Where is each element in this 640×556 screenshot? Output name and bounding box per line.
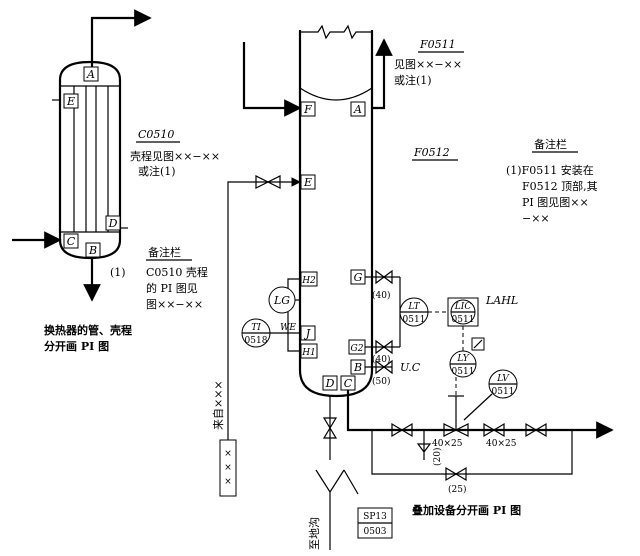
- column-mid-tag: F0512: [413, 146, 450, 159]
- ti-tag: TI: [251, 323, 261, 333]
- flow-to-drain-label: 至地沟: [308, 517, 321, 550]
- svg-text:×: ×: [224, 463, 232, 473]
- lt-number: 0511: [403, 315, 426, 325]
- drain-line: [315, 396, 359, 550]
- instrument-lt: LT 0511: [399, 297, 429, 327]
- column-nozzle-a: A: [353, 103, 362, 116]
- column-nozzle-g2: G2: [351, 344, 364, 354]
- column-remark-line3: PI 图见图××: [522, 196, 589, 209]
- line-size-25: (25): [448, 484, 466, 495]
- sp-tag: SP13: [363, 512, 387, 522]
- column-nozzle-e: E: [303, 176, 312, 189]
- nozzle-d: D: [108, 217, 118, 230]
- heat-exchanger: A E D C B: [12, 9, 152, 302]
- instrument-ly: LY 0511: [449, 337, 485, 378]
- column-annotations: F0511 见图××−×× 或注(1) F0512 备注栏 (1)F0511 安…: [394, 38, 598, 517]
- flow-from-label: 来自×××: [212, 380, 225, 430]
- exchanger-caption-line2: 分开画 PI 图: [44, 339, 109, 353]
- svg-text:×: ×: [224, 449, 232, 459]
- level-standpipe: [365, 269, 401, 355]
- bottom-outlet-line: [346, 390, 614, 482]
- column-top-note-line1: 见图××−××: [394, 58, 462, 71]
- column-remark-line2: F0512 顶部,其: [522, 179, 598, 193]
- lv-tag: LV: [496, 374, 510, 384]
- exchanger-remarks-title: 备注栏: [148, 245, 181, 259]
- exchanger-note-line2: 或注(1): [138, 164, 176, 178]
- column-nozzle-h1: H1: [301, 348, 316, 358]
- uc-line: [365, 359, 393, 375]
- lic-tag: LIC: [454, 302, 472, 312]
- line-size-20: (20): [432, 448, 443, 466]
- sp-number: 0503: [364, 527, 387, 537]
- column: F A E H2 J H1 G G2 B C D: [298, 24, 374, 398]
- column-nozzle-c: C: [344, 377, 353, 390]
- column-nozzle-j: J: [304, 327, 311, 340]
- line-size-40b: (40): [372, 354, 390, 365]
- line-size-50: (50): [372, 376, 390, 387]
- ly-tag: LY: [456, 354, 469, 364]
- instrument-lg: LG: [268, 286, 296, 314]
- column-nozzle-b: B: [353, 361, 362, 374]
- column-nozzle-d: D: [325, 377, 335, 390]
- column-top-note-line2: 或注(1): [394, 73, 432, 87]
- column-caption: 叠加设备分开画 PI 图: [412, 503, 521, 517]
- column-remarks-title: 备注栏: [534, 137, 567, 151]
- lic-number: 0511: [452, 315, 475, 325]
- ly-number: 0511: [452, 367, 475, 377]
- line-size-40x25b: 40×25: [486, 439, 517, 449]
- exchanger-note-line1: 壳程见图××−××: [130, 149, 220, 163]
- exchanger-remark-line3: 图××−××: [146, 298, 203, 311]
- exchanger-remark-num: (1): [110, 266, 126, 279]
- lahl-label: LAHL: [485, 294, 518, 307]
- process-lines: × × ×: [219, 38, 393, 497]
- column-top-tag: F0511: [419, 38, 456, 51]
- sample-point: SP13 0503: [357, 507, 393, 539]
- column-nozzle-g: G: [354, 271, 363, 284]
- column-nozzle-f: F: [303, 103, 312, 116]
- exchanger-remark-line1: C0510 壳程: [146, 265, 208, 279]
- nozzle-b: B: [88, 244, 97, 257]
- instrument-lic: LIC 0511 LAHL: [447, 294, 518, 327]
- exchanger-remark-line2: 的 PI 图见: [146, 281, 198, 295]
- uc-label: U.C: [400, 361, 421, 374]
- instrument-lv: LV 0511: [463, 369, 518, 421]
- instrument-ti: TI 0518 WE: [241, 318, 301, 348]
- line-size-40x25a: 40×25: [432, 439, 463, 449]
- nozzle-c: C: [67, 235, 76, 248]
- line-size-40a: (40): [372, 290, 390, 301]
- we-label: WE: [280, 323, 296, 333]
- nozzle-a: A: [86, 68, 95, 81]
- column-remark-line1: (1)F0511 安装在: [506, 163, 594, 177]
- exchanger-tag: C0510: [138, 128, 174, 141]
- lv-number: 0511: [492, 387, 515, 397]
- exchanger-caption-line1: 换热器的管、壳程: [44, 323, 132, 337]
- column-remark-line4: −××: [522, 212, 550, 225]
- lg-tag: LG: [273, 294, 290, 307]
- ti-number: 0518: [245, 336, 268, 346]
- column-nozzle-h2: H2: [301, 276, 316, 286]
- svg-text:×: ×: [224, 477, 232, 487]
- nozzle-e: E: [66, 95, 75, 108]
- exchanger-annotations: C0510 壳程见图××−×× 或注(1) 备注栏 (1) C0510 壳程 的…: [44, 128, 220, 353]
- lt-tag: LT: [407, 302, 420, 312]
